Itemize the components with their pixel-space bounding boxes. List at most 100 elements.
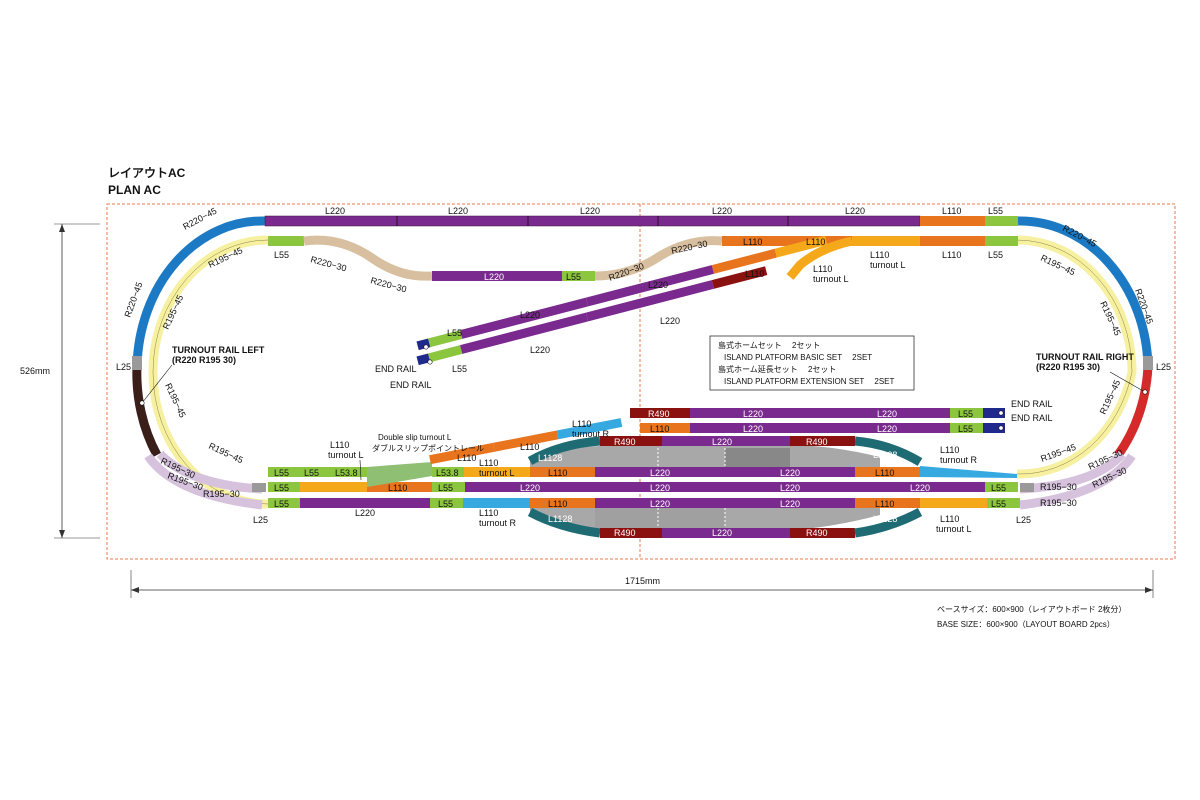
end-rail — [983, 408, 1005, 418]
curve-r195-30-left — [156, 450, 263, 494]
track-label: L110 — [650, 424, 669, 434]
arrow-right-icon — [1145, 587, 1153, 593]
curve-r195-30-right — [1019, 450, 1126, 494]
leader-line — [359, 459, 362, 481]
turnout-label: L110 — [870, 250, 889, 260]
track-label: L220 — [712, 206, 732, 216]
track-label: L220 — [648, 280, 668, 290]
track-label: L110 — [875, 468, 894, 478]
track-r490 — [790, 528, 855, 538]
track-label: L53.8 — [436, 468, 459, 478]
track-l55 — [985, 236, 1018, 246]
turnout-label: turnout R — [940, 455, 978, 465]
track-r490 — [711, 266, 768, 289]
track-label: L53.8 — [335, 468, 358, 478]
track-l25 — [1143, 356, 1153, 370]
turnout-l — [300, 482, 367, 492]
turnout-label: L110 — [330, 440, 349, 450]
track-l55 — [268, 467, 300, 477]
legend-line2-en: ISLAND PLATFORM EXTENSION SET 2SET — [724, 377, 895, 386]
track-l55 — [985, 216, 1018, 226]
legend-line1-jp: 島式ホームセット 2セット — [718, 340, 820, 350]
track-l110 — [855, 498, 920, 508]
track-l1128 — [854, 436, 923, 466]
base-size-jp: ベースサイズ：600×900（レイアウトボード 2枚分） — [937, 604, 1126, 614]
track-label: L1128 — [538, 453, 562, 463]
track-l110 — [855, 467, 920, 477]
outer-curve-right-r220 — [1017, 216, 1153, 367]
track-label: L220 — [845, 206, 865, 216]
track-l220 — [595, 498, 725, 508]
track-l110 — [722, 236, 787, 246]
track-l55 — [268, 482, 300, 492]
diagonal-branch — [429, 418, 623, 465]
turnout-rail-left-sub: (R220 R195 30) — [172, 355, 236, 365]
turnout-rail-right — [1114, 365, 1153, 458]
track-label: L220 — [355, 508, 375, 518]
end-rail-marker — [427, 359, 433, 365]
track-l1128 — [527, 436, 601, 465]
arrow-down-icon — [59, 530, 65, 538]
end-rail-marker — [998, 410, 1004, 416]
track-l220 — [662, 436, 790, 446]
track-l110 — [492, 430, 559, 452]
track-label: L55 — [274, 499, 289, 509]
track-label: R490 — [806, 528, 828, 538]
track-label: L55 — [566, 272, 581, 282]
turnout-label: L110 — [940, 514, 959, 524]
track-label: L220 — [650, 468, 670, 478]
track-l110 — [530, 467, 595, 477]
siding-lower — [416, 266, 768, 366]
track-label: R220−30 — [670, 239, 708, 256]
turnout-l — [852, 236, 920, 246]
track-label: L220 — [530, 345, 550, 355]
track-l55 — [950, 423, 983, 433]
platform-extension — [595, 508, 725, 530]
track-label: L110 — [942, 206, 961, 216]
end-rail-label: END RAIL — [390, 380, 432, 390]
track-label: L110 — [743, 237, 762, 247]
track-l110 — [920, 236, 985, 246]
leader-line — [1109, 371, 1146, 393]
track-l220 — [465, 482, 595, 492]
track-label: L220 — [743, 409, 763, 419]
curve-r220-30-wave — [303, 235, 433, 281]
track-label: R195−30 — [1040, 498, 1077, 508]
track-l55 — [268, 236, 304, 246]
track-l220 — [460, 297, 589, 339]
track-label: L1128 — [873, 450, 897, 460]
track-l55 — [950, 408, 983, 418]
curve-r220-30-wave — [594, 236, 723, 281]
outer-curve-left-r220 — [132, 216, 266, 367]
track-label: L110 — [520, 442, 539, 452]
turnout-label: turnout R — [572, 429, 610, 439]
track-l110 — [640, 423, 690, 433]
title-jp: レイアウトAC — [108, 166, 186, 180]
island-platform-upper — [530, 445, 880, 467]
turnout-l-branch — [786, 236, 854, 280]
track-l220 — [595, 482, 725, 492]
turnout-label: turnout L — [479, 468, 515, 478]
track-label: L110 — [875, 499, 894, 509]
end-rail — [983, 423, 1005, 433]
turnout-rail-left-label: TURNOUT RAIL LEFT — [172, 345, 265, 355]
track-l220 — [662, 528, 790, 538]
legend-line1-en: ISLAND PLATFORM BASIC SET 2SET — [724, 353, 872, 362]
inner-curve-left-outline — [152, 239, 269, 505]
track-label: L220 — [712, 437, 732, 447]
width-dimension-label: 1715mm — [625, 576, 660, 586]
end-rail-marker — [423, 344, 429, 350]
track-label: L220 — [650, 499, 670, 509]
track-label: R195−45 — [163, 382, 188, 420]
track-l55 — [428, 345, 463, 363]
turnout-l — [774, 235, 828, 258]
track-label: L55 — [991, 499, 1006, 509]
base-size-en: BASE SIZE：600×900（LAYOUT BOARD 2pcs） — [937, 620, 1115, 629]
track-label: L110 — [388, 483, 407, 493]
double-slip-label: Double slip turnout L — [378, 433, 452, 442]
turnout-label: L110 — [940, 445, 959, 455]
end-rail-label: END RAIL — [375, 364, 417, 374]
track-label: L220 — [877, 424, 897, 434]
turnout-l — [920, 498, 987, 508]
